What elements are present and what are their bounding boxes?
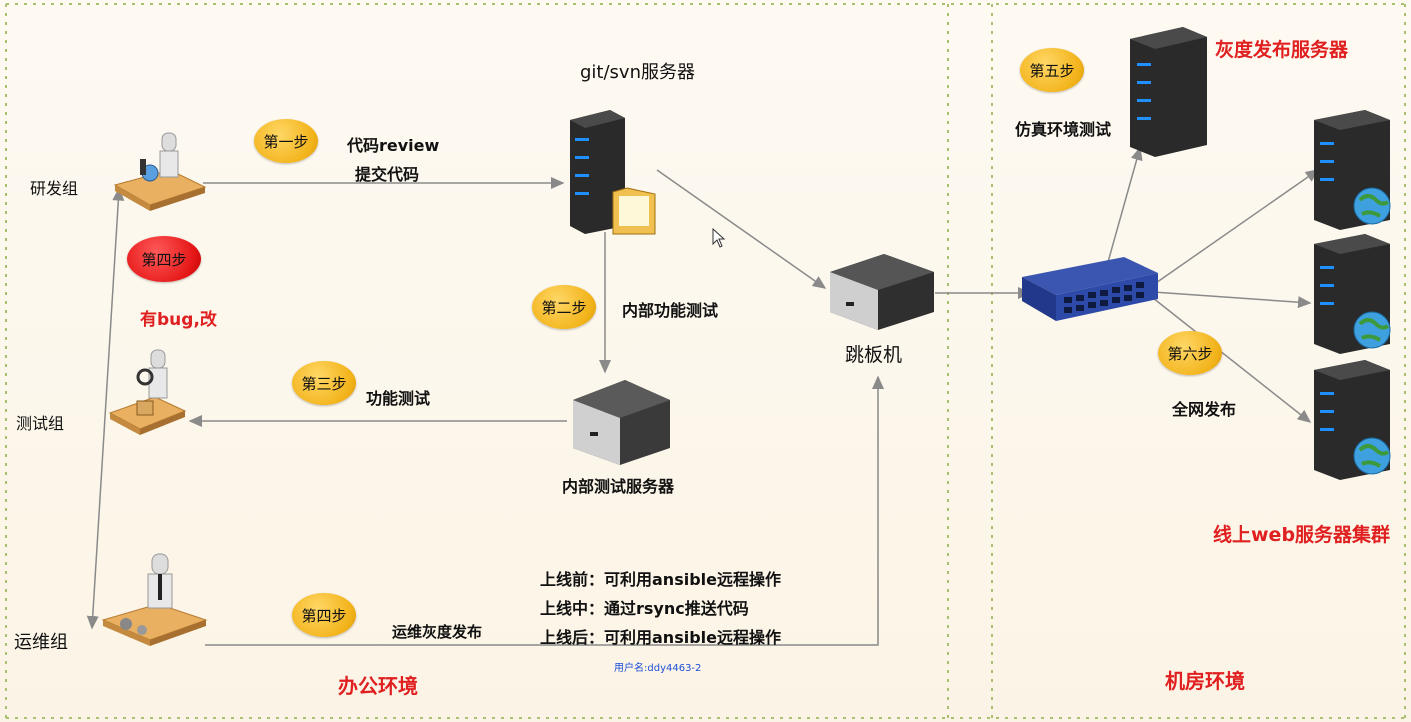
sim-test-note: 仿真环境测试 <box>1015 120 1112 139</box>
office-region-label: 办公环境 <box>338 674 418 698</box>
step-1-badge: 第一步 <box>254 119 318 163</box>
step-1-label: 第一步 <box>263 132 309 151</box>
step-2-label: 第二步 <box>541 298 587 317</box>
internal-test-server-label: 内部测试服务器 <box>562 477 675 496</box>
jump-server-icon <box>830 254 934 330</box>
mouse-cursor-icon <box>712 228 726 248</box>
datacenter-region-label: 机房环境 <box>1165 669 1245 693</box>
ops-gray-note: 运维灰度发布 <box>392 623 483 641</box>
region-dividers <box>5 3 1406 719</box>
internal-test-note: 内部功能测试 <box>622 301 719 320</box>
test-group-label: 测试组 <box>16 414 65 433</box>
web-server-3-icon <box>1314 360 1391 480</box>
arrow-switch-to-gray <box>1107 146 1143 263</box>
step-4-label: 第四步 <box>301 606 347 625</box>
ops-desk-icon <box>101 553 208 646</box>
code-review-note: 代码review <box>347 136 440 155</box>
arrow-switch-to-web2 <box>1152 291 1312 309</box>
internal-test-server-icon <box>573 380 670 465</box>
web-cluster-label: 线上web服务器集群 <box>1213 524 1391 546</box>
arrow-switch-to-web3 <box>1152 297 1312 423</box>
step-6-badge: 第六步 <box>1158 331 1222 375</box>
jump-server-label: 跳板机 <box>845 344 903 366</box>
dev-group-label: 研发组 <box>30 179 79 198</box>
mid-release-note: 上线中：通过rsync推送代码 <box>540 599 749 618</box>
arrow-git-to-jump <box>656 169 827 289</box>
step-3-badge: 第三步 <box>292 361 356 405</box>
gray-release-server-icon <box>1130 27 1207 157</box>
pre-release-note: 上线前：可利用ansible远程操作 <box>540 570 781 589</box>
dev-desk-icon <box>113 132 207 211</box>
step-4-badge: 第四步 <box>292 593 356 637</box>
step-4-bug-label: 第四步 <box>141 250 187 269</box>
step-3-label: 第三步 <box>301 374 347 393</box>
test-desk-icon <box>108 349 187 435</box>
web-server-2-icon <box>1314 234 1391 354</box>
bug-fix-note: 有bug,改 <box>140 310 217 330</box>
commit-note: 提交代码 <box>355 165 420 184</box>
arrow-switch-to-web1 <box>1152 169 1320 286</box>
git-server-label: git/svn服务器 <box>580 62 695 83</box>
step-6-label: 第六步 <box>1167 344 1213 363</box>
step-4-bug-badge: 第四步 <box>127 236 201 282</box>
step-5-badge: 第五步 <box>1020 48 1084 92</box>
gray-server-label: 灰度发布服务器 <box>1215 39 1349 61</box>
web-server-1-icon <box>1314 110 1391 230</box>
full-release-note: 全网发布 <box>1172 400 1237 419</box>
step-5-label: 第五步 <box>1029 61 1075 80</box>
arrow-ops-to-jump <box>205 375 884 646</box>
post-release-note: 上线后：可利用ansible远程操作 <box>540 628 781 647</box>
func-test-note: 功能测试 <box>366 389 431 408</box>
arrow-groups-bidirectional <box>86 187 125 630</box>
ops-group-label: 运维组 <box>14 632 68 653</box>
username-watermark: 用户名:ddy4463-2 <box>614 663 702 674</box>
git-server-icon <box>570 110 656 235</box>
step-2-badge: 第二步 <box>532 285 596 329</box>
network-switch-icon <box>1022 257 1158 321</box>
